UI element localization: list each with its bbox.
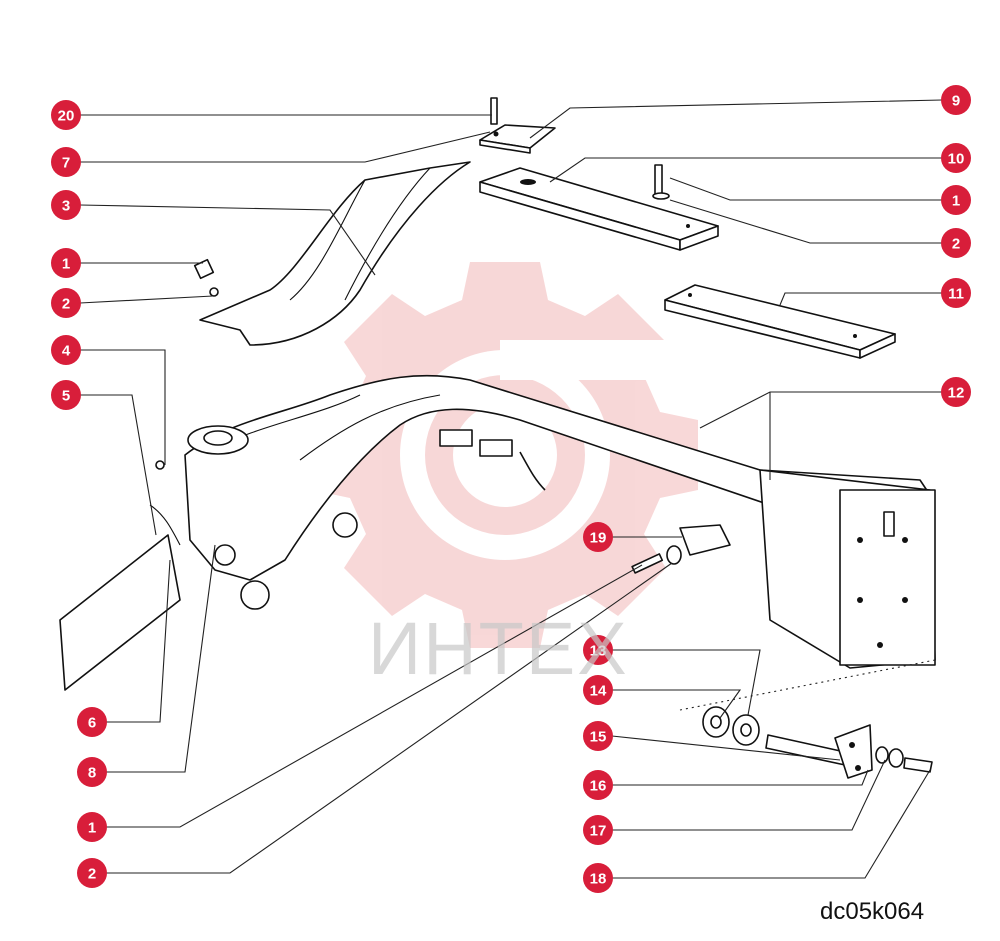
callout-17: 17	[583, 815, 613, 845]
callout-label: 9	[952, 93, 960, 110]
callout-20: 20	[51, 100, 81, 130]
callout-label: 2	[62, 296, 70, 313]
leader-16	[612, 769, 869, 786]
callout-label: 8	[88, 765, 96, 782]
leader-18	[612, 769, 931, 879]
callout-label: 16	[590, 778, 607, 795]
callout-9: 9	[941, 85, 971, 115]
callout-7: 7	[51, 147, 81, 177]
leader-2b	[105, 562, 673, 874]
callout-3: 3	[51, 190, 81, 220]
watermark-text: ИНТЕХ	[368, 607, 629, 690]
leader-15	[611, 735, 841, 761]
leader-7	[80, 131, 491, 163]
callout-label: 2	[952, 236, 960, 253]
pin-assembly-part	[702, 706, 933, 779]
callout-1: 1	[941, 185, 971, 215]
callout-label: 4	[62, 343, 71, 360]
callout-label: 18	[590, 871, 607, 888]
callout-12: 12	[941, 377, 971, 407]
leader-3	[79, 204, 376, 276]
callout-label: 11	[948, 286, 964, 303]
bracket-part	[631, 524, 731, 574]
callout-18: 18	[583, 863, 613, 893]
leader-10	[549, 157, 942, 183]
top-plate-part	[479, 97, 556, 154]
callout-15: 15	[583, 721, 613, 751]
callout-4: 4	[51, 335, 81, 365]
callout-16: 16	[583, 770, 613, 800]
callout-label: 12	[948, 385, 965, 402]
callout-label: 19	[590, 530, 607, 547]
callout-label: 1	[62, 256, 70, 273]
rail-bar-part	[479, 164, 719, 251]
callout-label: 5	[62, 388, 70, 405]
leader-11	[779, 292, 942, 306]
callout-label: 15	[590, 729, 607, 746]
leader-dash	[679, 659, 936, 711]
callout-2: 2	[51, 288, 81, 318]
callout-11: 11	[941, 278, 971, 308]
leader-1c	[669, 177, 942, 201]
callout-label: 1	[88, 820, 96, 837]
side-panel-part	[59, 460, 181, 691]
fender-part	[193, 161, 471, 346]
callout-label: 1	[952, 193, 960, 210]
callout-13: 13	[583, 635, 613, 665]
callout-2: 2	[77, 858, 107, 888]
leader-6	[105, 559, 171, 723]
callout-6: 6	[77, 707, 107, 737]
callout-1: 1	[77, 812, 107, 842]
callout-label: 2	[88, 866, 96, 883]
callout-label: 13	[590, 643, 607, 660]
callout-10: 10	[941, 143, 971, 173]
callout-label: 7	[62, 155, 70, 172]
callout-label: 17	[590, 823, 607, 840]
callout-8: 8	[77, 757, 107, 787]
callout-14: 14	[583, 675, 613, 705]
leader-17	[612, 759, 886, 831]
leader-5	[80, 394, 157, 536]
callout-5: 5	[51, 380, 81, 410]
leader-2a	[79, 295, 214, 304]
callout-1: 1	[51, 248, 81, 278]
leader-13	[612, 649, 761, 716]
callout-label: 14	[590, 683, 607, 700]
leader-14	[612, 689, 742, 719]
main-frame-part	[184, 374, 936, 669]
callout-19: 19	[583, 522, 613, 552]
leader-1b	[105, 564, 643, 828]
leader-2c	[669, 199, 942, 244]
leader-9	[529, 99, 943, 139]
leader-12	[699, 391, 942, 429]
callout-label: 6	[88, 715, 96, 732]
leader-8	[105, 544, 216, 773]
leader-4	[80, 349, 166, 465]
leader-lines	[79, 99, 943, 879]
callout-label: 20	[58, 108, 75, 125]
callout-label: 10	[948, 151, 965, 168]
callout-label: 3	[62, 198, 70, 215]
diagram-code: dc05k064	[820, 898, 925, 925]
flat-plate-part	[664, 284, 896, 359]
callout-2: 2	[941, 228, 971, 258]
